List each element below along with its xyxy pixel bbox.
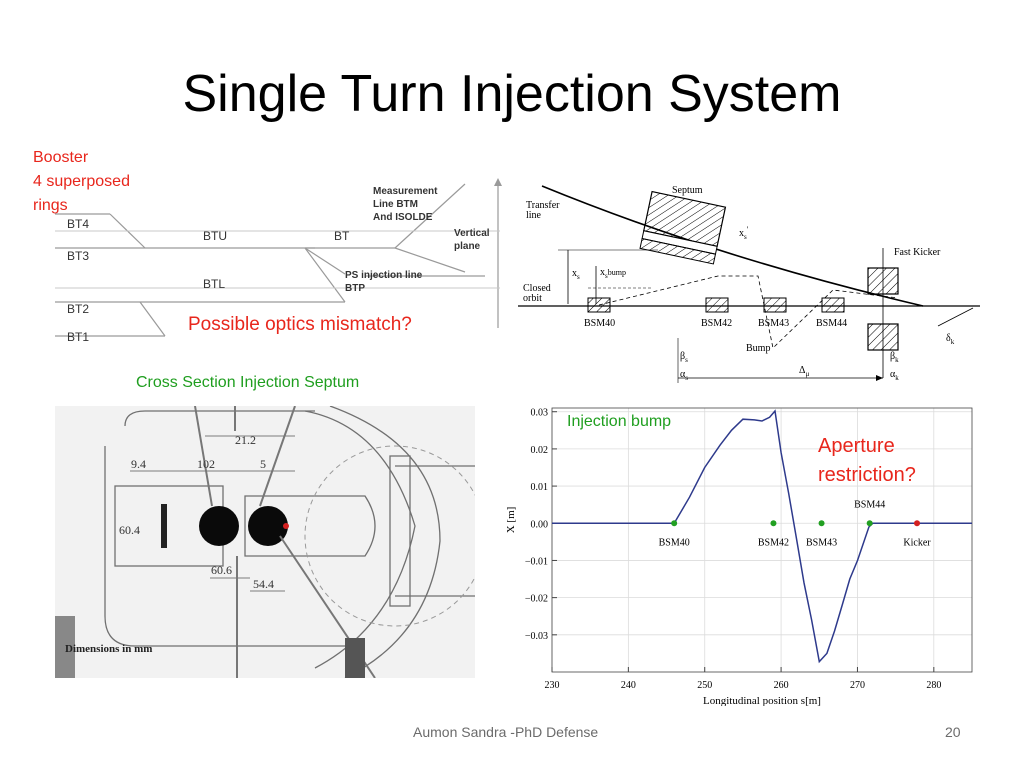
vertical-plane-label: plane	[454, 241, 481, 252]
booster-transfer-diagram: BT4 BT3 BT2 BT1 BTU BT BTL Measurement L…	[55, 178, 502, 344]
dimension-label: 54.4	[253, 577, 274, 591]
chart-grid	[551, 408, 972, 672]
dimension-label: 102	[197, 457, 215, 471]
alpha-s-label: αs	[680, 369, 688, 382]
aperture-note-line: restriction?	[818, 464, 916, 486]
x-tick-label: 240	[621, 680, 636, 691]
marker-label: BSM44	[854, 499, 885, 510]
beta-k-label: βk	[890, 351, 899, 364]
destination-btm-line: And ISOLDE	[373, 212, 433, 223]
x-axis-label: Longitudinal position s[m]	[703, 695, 821, 706]
bump-label: Bump	[746, 343, 770, 354]
footer-author: Aumon Sandra -PhD Defense	[413, 724, 599, 740]
transfer-line-label: line	[526, 210, 542, 221]
aperture-note-line: Aperture	[818, 435, 895, 457]
injection-bump-series-line	[552, 409, 972, 664]
marker-bsm44	[866, 520, 873, 527]
destination-ps-line: PS injection line	[345, 270, 423, 281]
vertical-plane-label: Vertical	[454, 228, 490, 239]
septum-section-caption: Cross Section Injection Septum	[136, 374, 360, 391]
x-tick-label: 260	[774, 680, 789, 691]
marker-bsm40	[671, 520, 678, 527]
magnet-label-bsm43: BSM43	[758, 318, 789, 329]
booster-caption-line: 4 superposed	[33, 173, 130, 190]
ring-label-bt4: BT4	[67, 217, 89, 231]
line-label-btl: BTL	[203, 277, 225, 291]
line-label-btu: BTU	[203, 229, 227, 243]
destination-ps-line: BTP	[345, 283, 365, 294]
ring-label-bt3: BT3	[67, 249, 89, 263]
delta-mu-label: Δμ	[799, 365, 809, 378]
injection-bump-annotation: Injection bump	[567, 413, 672, 430]
dimension-label: 21.2	[235, 433, 256, 447]
y-tick-label: 0.01	[531, 482, 549, 493]
y-tick-label: 0.00	[531, 519, 549, 530]
marker-kicker	[914, 520, 921, 527]
marker-label: BSM42	[758, 537, 789, 548]
booster-caption-line: rings	[33, 197, 68, 214]
plot-frame	[551, 407, 973, 673]
marker-label: BSM40	[659, 537, 690, 548]
magnet-label-bsm44: BSM44	[816, 318, 847, 329]
marker-bsm43	[818, 520, 825, 527]
ring-label-bt2: BT2	[67, 302, 89, 316]
y-tick-label: −0.02	[525, 594, 548, 605]
xs-prime-label: xs'	[739, 225, 749, 241]
aperture-restriction-note: Aperture restriction?	[818, 432, 916, 490]
dimension-label: 60.4	[119, 523, 140, 537]
delta-k-label: δk	[946, 333, 955, 346]
y-tick-label: 0.03	[531, 408, 549, 419]
marker-label: Kicker	[903, 537, 931, 548]
beta-s-label: βs	[680, 351, 688, 364]
marker-label: BSM43	[806, 537, 837, 548]
x-tick-label: 250	[697, 680, 712, 691]
septum-label: Septum	[672, 185, 703, 196]
destination-btm-line: Line BTM	[373, 199, 418, 210]
fast-kicker-label: Fast Kicker	[894, 247, 941, 258]
xs-bump-label: xsbump	[600, 267, 626, 280]
dimension-label: 5	[260, 457, 266, 471]
y-axis-label: X [m]	[505, 507, 517, 534]
septum-cross-section: 21.2 9.4 102 5 60.4 60.6 54.4 Dimensions…	[55, 406, 475, 678]
destination-btm-line: Measurement	[373, 186, 438, 197]
closed-orbit-label: Closed	[523, 283, 551, 294]
optics-mismatch-note: Possible optics mismatch?	[188, 314, 412, 335]
booster-caption: Booster 4 superposed rings	[33, 146, 130, 218]
marker-bsm42	[770, 520, 777, 527]
dimension-label: 9.4	[131, 457, 146, 471]
magnet-label-bsm40: BSM40	[584, 318, 615, 329]
dimension-label: 60.6	[211, 563, 232, 577]
y-tick-label: −0.01	[525, 556, 548, 567]
magnet-label-bsm42: BSM42	[701, 318, 732, 329]
y-tick-label: 0.02	[531, 445, 549, 456]
injection-schematic: Septum Transfer line Closed orbit Fast K…	[518, 185, 980, 383]
booster-caption-line: Booster	[33, 149, 89, 166]
transfer-line-label: Transfer	[526, 200, 560, 211]
line-label-bt: BT	[334, 229, 350, 243]
x-tick-label: 280	[926, 680, 941, 691]
closed-orbit-label: orbit	[523, 293, 542, 304]
x-tick-label: 230	[545, 680, 560, 691]
x-axis: 230 240 250 260 270 280	[545, 667, 941, 691]
alpha-k-label: αk	[890, 369, 899, 382]
dimensions-units-note: Dimensions in mm	[65, 643, 152, 655]
ring-label-bt1: BT1	[67, 330, 89, 344]
y-tick-label: −0.03	[525, 631, 548, 642]
x-tick-label: 270	[850, 680, 865, 691]
xs-label: xs	[572, 268, 580, 281]
slide-title: Single Turn Injection System	[182, 65, 842, 123]
injection-bump-chart: 0.03 0.02 0.01 0.00 −0.01 −0.02 −0.03 230 240 25…	[505, 407, 973, 706]
page-number: 20	[945, 724, 961, 740]
